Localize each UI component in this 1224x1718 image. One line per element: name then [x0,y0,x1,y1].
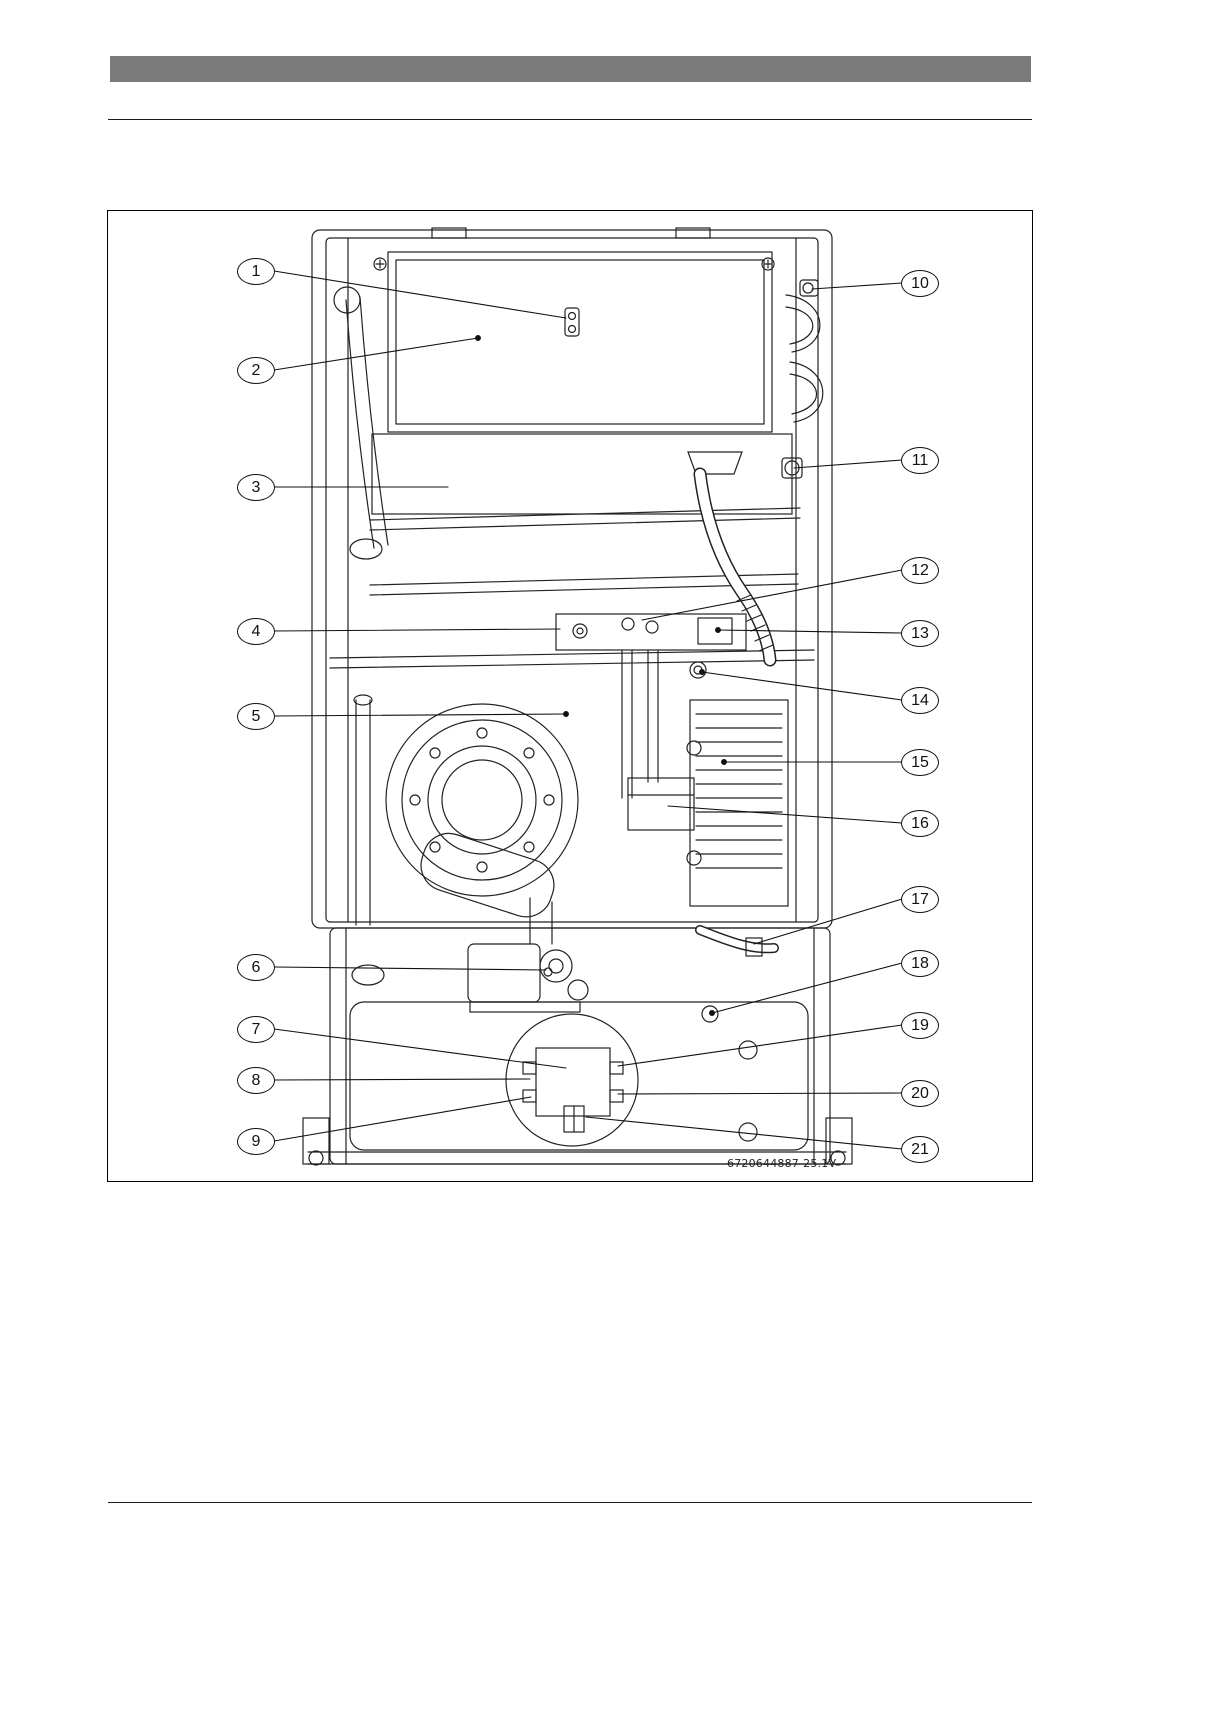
callout-1: 1 [237,258,275,285]
callout-17: 17 [901,886,939,913]
top-rule [108,119,1032,120]
callout-5: 5 [237,703,275,730]
heat-exchanger [371,251,793,515]
overflow-hose [695,925,779,957]
sensor-bracket [555,613,747,799]
callout-12: 12 [901,557,939,584]
callout-13: 13 [901,620,939,647]
callout-21: 21 [901,1136,939,1163]
callout-11: 11 [901,447,939,474]
callout-15: 15 [901,749,939,776]
fan-assembly [385,703,579,945]
bottom-rule [108,1502,1032,1503]
callout-3: 3 [237,474,275,501]
callout-19: 19 [901,1012,939,1039]
callout-2: 2 [237,357,275,384]
callout-18: 18 [901,950,939,977]
callout-4: 4 [237,618,275,645]
figure-code: 6720644887-25.1V [727,1157,837,1170]
callout-10: 10 [901,270,939,297]
callout-8: 8 [237,1067,275,1094]
callout-16: 16 [901,810,939,837]
chapter-header-bar [110,56,1031,82]
left-pipe [333,286,389,986]
right-pipes [781,279,824,479]
base-rail [302,1117,853,1166]
ignition-unit [627,777,695,831]
leader-lines [273,270,903,1150]
callout-7: 7 [237,1016,275,1043]
callout-20: 20 [901,1080,939,1107]
callout-6: 6 [237,954,275,981]
control-box [349,1001,809,1151]
retaining-clip [564,307,580,337]
callout-14: 14 [901,687,939,714]
callout-9: 9 [237,1128,275,1155]
air-box [686,699,789,907]
condensate-hose [687,451,777,667]
